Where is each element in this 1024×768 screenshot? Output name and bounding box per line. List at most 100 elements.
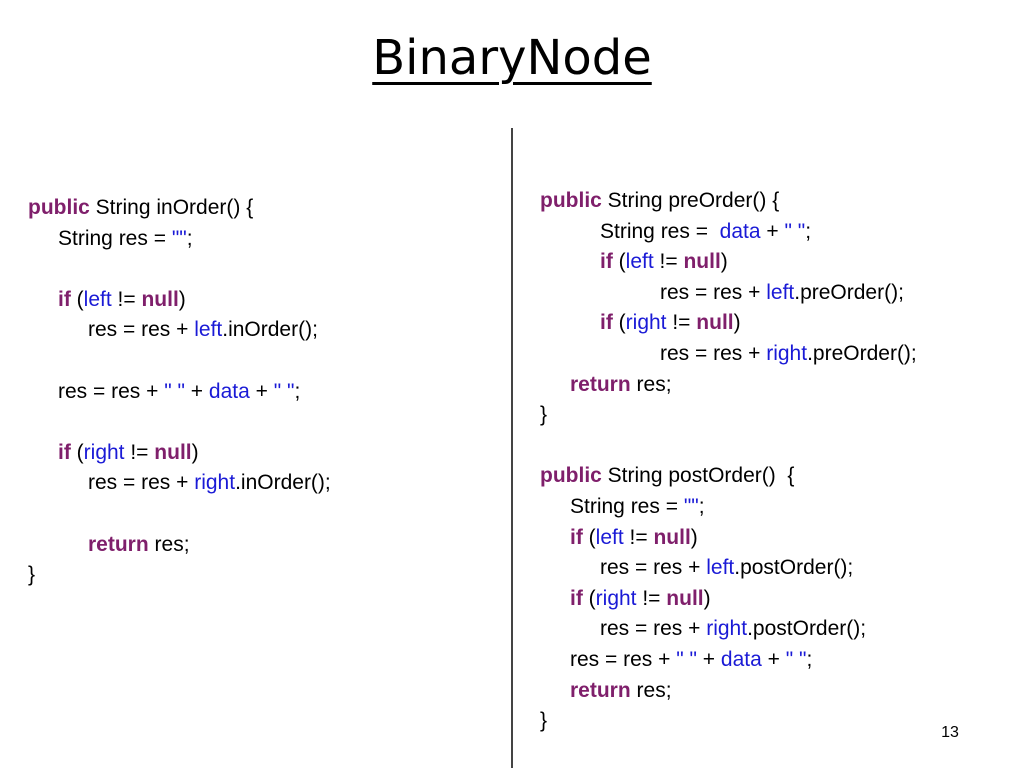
code-line [28, 499, 331, 530]
code-identifier: data [719, 219, 761, 243]
code-text: + [249, 379, 274, 403]
code-text: res = res + [58, 379, 165, 403]
code-identifier: data [208, 379, 250, 403]
code-text: ; [698, 494, 705, 518]
code-line: String res = data + " "; [540, 217, 917, 248]
code-text: .preOrder(); [794, 280, 904, 304]
code-text: + [696, 647, 721, 671]
code-identifier: left [766, 280, 795, 304]
code-line: return res; [540, 370, 917, 401]
code-line: String res = ""; [540, 492, 917, 523]
code-text: ( [582, 525, 596, 549]
code-line: public String inOrder() { [28, 193, 331, 224]
code-keyword: if [600, 311, 613, 335]
code-line: res = res + " " + data + " "; [540, 645, 917, 676]
code-text: ; [186, 226, 193, 250]
code-text: != [124, 440, 155, 464]
inorder-code-block: public String inOrder() {String res = ""… [28, 193, 331, 591]
code-text: res = res + [600, 556, 707, 580]
page-number: 13 [941, 724, 959, 741]
code-text: String res = [58, 226, 172, 250]
code-line [28, 254, 331, 285]
code-identifier: "" [683, 494, 699, 518]
code-line: if (left != null) [540, 247, 917, 278]
code-line [28, 407, 331, 438]
code-text: res; [148, 532, 190, 556]
slide-title-text: BinaryNode [372, 30, 652, 86]
code-text: + [184, 379, 209, 403]
code-text: != [666, 311, 697, 335]
code-line: if (right != null) [540, 308, 917, 339]
code-text: ( [612, 311, 626, 335]
code-text: res; [630, 372, 672, 396]
code-keyword: if [570, 586, 583, 610]
code-text: String inOrder() { [89, 196, 254, 219]
code-keyword: return [88, 532, 149, 556]
code-keyword: null [683, 250, 721, 274]
code-text: res = res + [660, 341, 767, 365]
code-text: .postOrder(); [747, 617, 867, 641]
code-text: res = res + [88, 471, 195, 495]
code-text: .inOrder(); [222, 318, 318, 342]
code-line [28, 346, 331, 377]
code-keyword: if [570, 525, 583, 549]
code-keyword: public [28, 196, 90, 219]
code-identifier: left [595, 525, 624, 549]
code-text: String res = [600, 219, 720, 243]
code-text: res = res + [570, 647, 677, 671]
code-line: public String postOrder() { [540, 461, 917, 492]
code-line: } [540, 400, 917, 431]
preorder-postorder-code-block: public String preOrder() {String res = d… [540, 186, 917, 737]
code-line: String res = ""; [28, 224, 331, 255]
code-identifier: left [625, 250, 654, 274]
code-line: if (left != null) [28, 285, 331, 316]
code-identifier: " " [785, 647, 807, 671]
code-text: ) [690, 525, 698, 549]
code-text: + [761, 647, 786, 671]
code-text: String postOrder() { [601, 464, 795, 488]
code-line: res = res + right.postOrder(); [540, 614, 917, 645]
code-keyword: if [58, 287, 71, 311]
code-identifier: left [83, 287, 112, 311]
code-identifier: " " [273, 379, 295, 403]
code-identifier: " " [164, 379, 185, 403]
code-line: res = res + left.inOrder(); [28, 315, 331, 346]
code-line: } [540, 706, 917, 737]
code-identifier: right [625, 311, 667, 335]
slide-title: BinaryNode [0, 30, 1024, 86]
code-identifier: right [766, 341, 808, 365]
code-identifier: left [706, 556, 735, 580]
code-line: res = res + left.postOrder(); [540, 553, 917, 584]
code-identifier: " " [676, 647, 697, 671]
code-line: if (right != null) [28, 438, 331, 469]
code-text: String res = [570, 494, 684, 518]
code-text: ( [70, 287, 84, 311]
code-keyword: null [653, 525, 691, 549]
code-keyword: return [570, 678, 631, 702]
code-text: String preOrder() { [601, 189, 780, 212]
code-text: != [636, 586, 667, 610]
code-line: return res; [540, 676, 917, 707]
code-keyword: null [141, 287, 179, 311]
code-text: .inOrder(); [235, 471, 331, 495]
code-line: return res; [28, 530, 331, 561]
code-keyword: null [154, 440, 192, 464]
code-line: public String preOrder() { [540, 186, 917, 217]
code-text: != [653, 250, 684, 274]
code-keyword: public [540, 189, 602, 212]
code-line: res = res + left.preOrder(); [540, 278, 917, 309]
code-keyword: public [540, 464, 602, 488]
code-keyword: return [570, 372, 631, 396]
code-text: ) [178, 287, 186, 311]
code-text: ( [612, 250, 626, 274]
column-divider [511, 128, 513, 768]
code-line: if (left != null) [540, 523, 917, 554]
code-text: res = res + [600, 617, 707, 641]
code-text: } [540, 709, 548, 733]
code-text: .preOrder(); [807, 341, 917, 365]
code-identifier: right [706, 617, 748, 641]
code-keyword: null [696, 311, 734, 335]
code-text: ; [805, 219, 812, 243]
code-text: ) [733, 311, 741, 335]
code-line: if (right != null) [540, 584, 917, 615]
